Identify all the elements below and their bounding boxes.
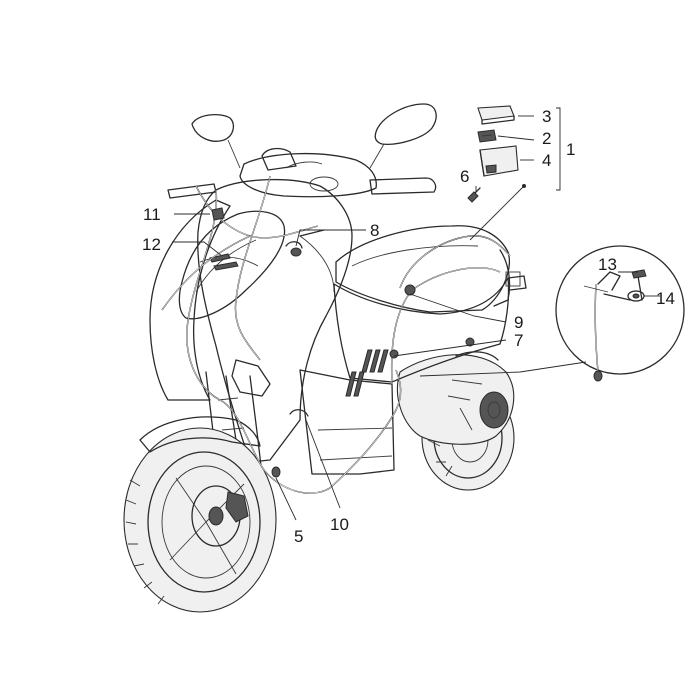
- label-5: 5: [294, 527, 303, 546]
- front-wheel: [123, 416, 277, 613]
- label-8: 8: [370, 221, 379, 240]
- leader-lines: [172, 115, 660, 521]
- label-13: 13: [598, 255, 617, 274]
- rear-body: [299, 225, 527, 475]
- label-10: 10: [330, 515, 349, 534]
- label-3: 3: [542, 107, 551, 126]
- part-3-pad: [477, 105, 515, 125]
- engine-swingarm: [396, 351, 515, 445]
- part-11-connector: [211, 207, 225, 221]
- part-2-clip: [477, 129, 497, 143]
- exploded-parts: [211, 105, 561, 241]
- label-2: 2: [542, 129, 551, 148]
- callout-labels: 1 2 3 4 5 6 7 8 9 10 11 12 13 14: [142, 107, 675, 546]
- label-11: 11: [143, 205, 161, 224]
- label-7: 7: [514, 331, 523, 350]
- label-9: 9: [514, 313, 523, 332]
- label-6: 6: [460, 167, 469, 186]
- part-4-box: [479, 145, 519, 177]
- label-4: 4: [542, 151, 551, 170]
- label-14: 14: [656, 289, 675, 308]
- handlebar: [167, 103, 437, 199]
- cables: [161, 175, 511, 494]
- label-12: 12: [142, 235, 161, 254]
- label-1: 1: [566, 140, 575, 159]
- inset-detail: [419, 245, 685, 382]
- part-6-screw: [467, 187, 481, 203]
